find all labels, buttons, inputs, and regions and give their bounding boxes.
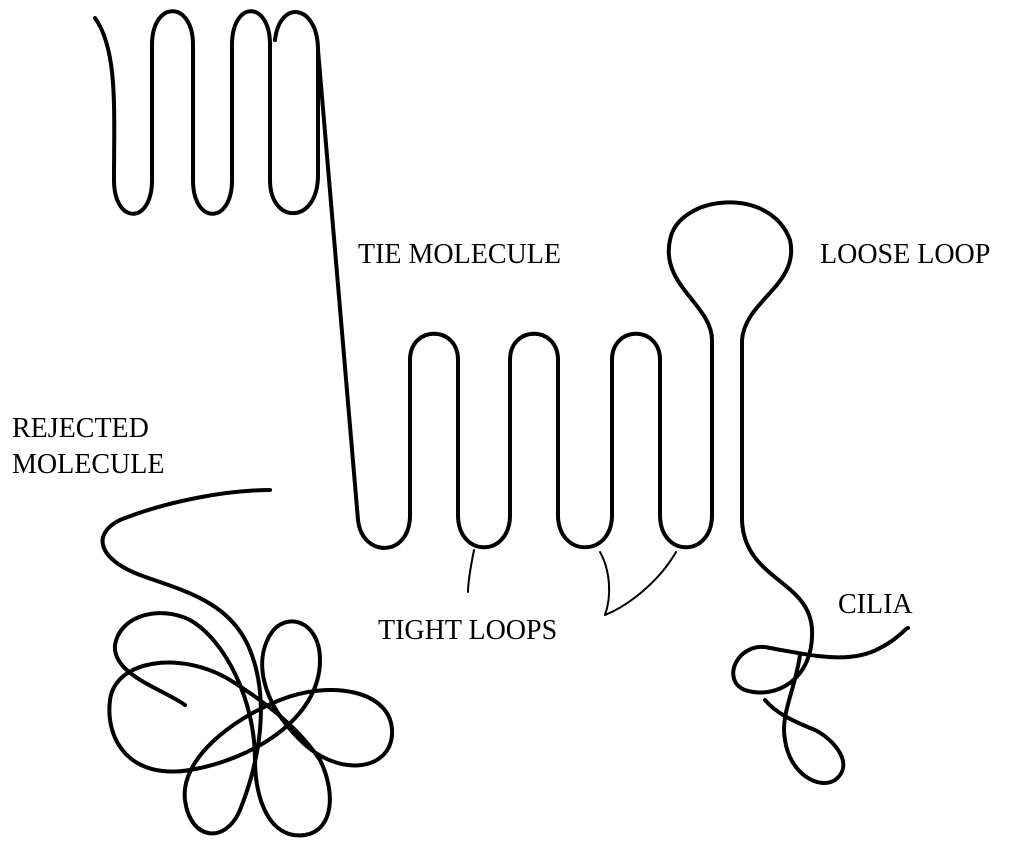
rejected-label-line1: REJECTED: [12, 413, 149, 444]
tight-loops-pointer-right: [605, 552, 676, 615]
rejected-label-line2: MOLECULE: [12, 449, 164, 480]
loose-loop-label: LOOSE LOOP: [820, 239, 990, 270]
tie-molecule-chain: [318, 50, 358, 520]
upper-folded-chain: [95, 11, 318, 214]
tight-loops-pointer-left: [468, 550, 474, 592]
cilia-label: CILIA: [838, 589, 913, 620]
tight-loops-pointer-middle: [600, 552, 609, 615]
cilia-tail: [765, 655, 843, 783]
tie-molecule-label: TIE MOLECULE: [358, 239, 561, 270]
tight-loops-label: TIGHT LOOPS: [378, 615, 557, 646]
rejected-molecule-coil: [103, 490, 392, 835]
